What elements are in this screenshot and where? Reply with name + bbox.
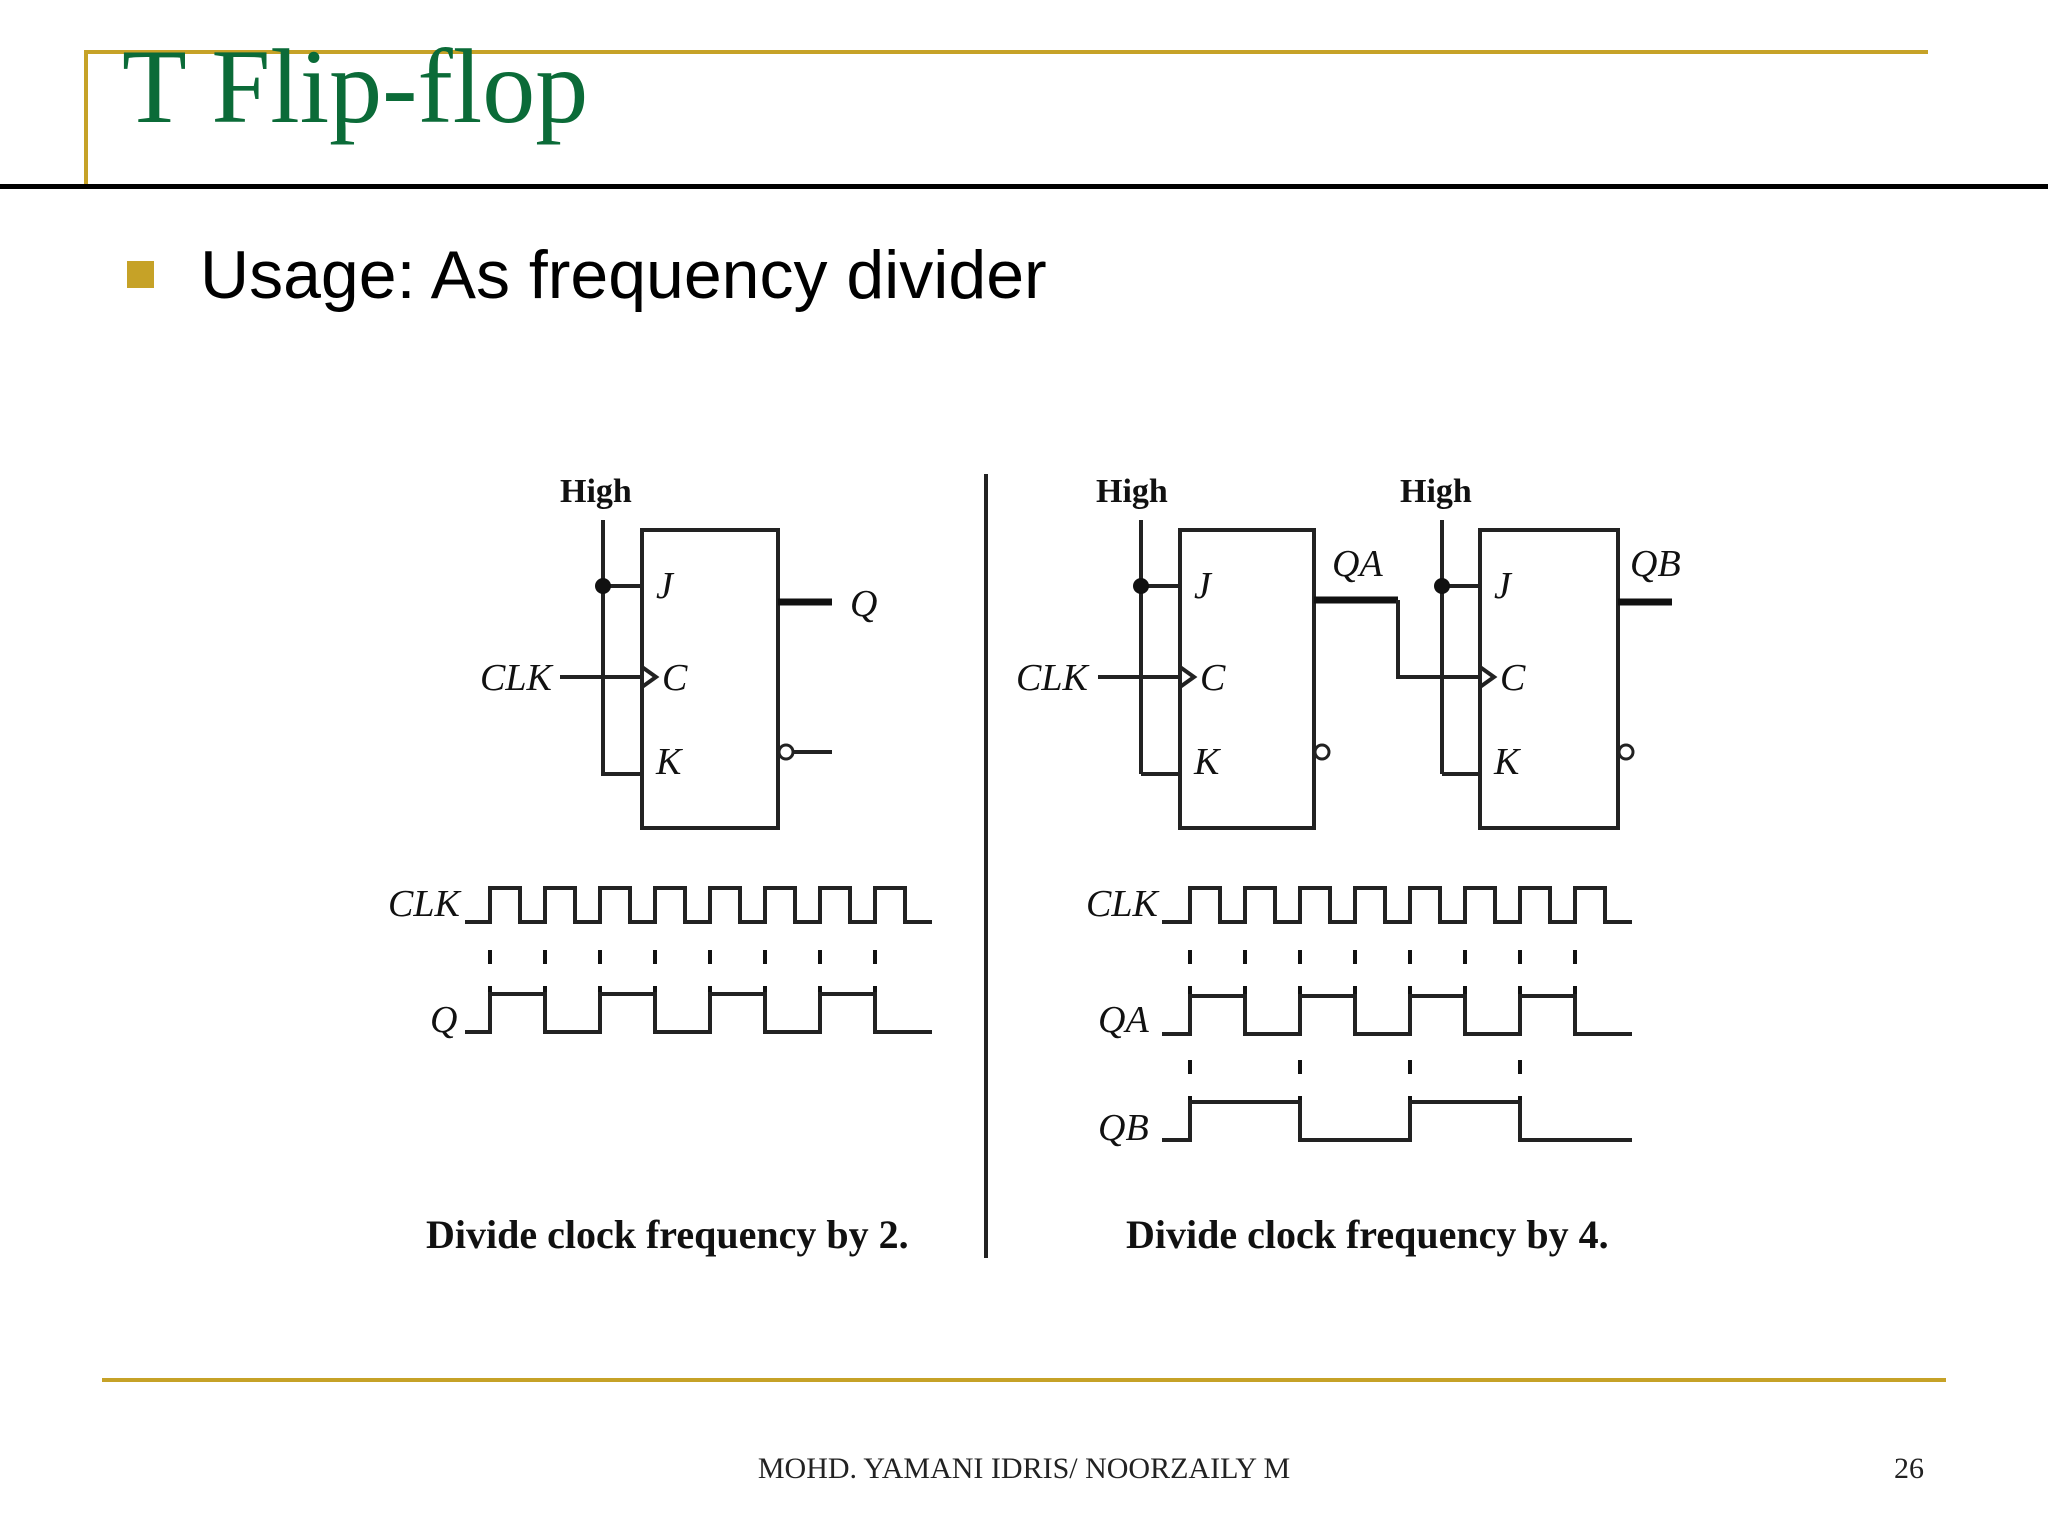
right-caption: Divide clock frequency by 4. bbox=[1126, 1212, 1609, 1257]
pin-j-a: J bbox=[1194, 565, 1213, 607]
qa-waveform bbox=[1162, 994, 1632, 1036]
junction-dot-b bbox=[1434, 578, 1450, 594]
clock-triangle-icon bbox=[1478, 665, 1498, 689]
footer-divider bbox=[102, 1378, 1946, 1382]
clock-triangle-icon bbox=[640, 665, 660, 689]
pin-k-b: K bbox=[1493, 741, 1521, 783]
pin-j-b: J bbox=[1494, 565, 1513, 607]
q-waveform bbox=[465, 992, 932, 1034]
page-number: 26 bbox=[1894, 1452, 1924, 1485]
inverted-output-bubble-a bbox=[1313, 743, 1331, 761]
clk-label: CLK bbox=[480, 657, 553, 699]
slide-title: T Flip-flop bbox=[122, 28, 589, 145]
clk-waveform bbox=[465, 886, 932, 924]
inverted-output-bubble bbox=[777, 743, 795, 761]
left-caption: Divide clock frequency by 2. bbox=[426, 1212, 909, 1257]
high-label: High bbox=[560, 473, 632, 510]
bullet-square-icon bbox=[127, 261, 154, 288]
right-circuit: High High CLK J C K J C K QA QB CLK QA Q… bbox=[1016, 473, 1681, 1257]
clock-triangle-icon bbox=[1178, 665, 1198, 689]
pin-c: C bbox=[662, 657, 688, 699]
clk-label: CLK bbox=[1016, 657, 1089, 699]
wave-clk-label: CLK bbox=[388, 883, 461, 925]
pin-c-b: C bbox=[1500, 657, 1526, 699]
clk-waveform bbox=[1162, 886, 1632, 924]
title-frame bbox=[84, 50, 1928, 186]
pin-k: K bbox=[655, 741, 683, 783]
junction-dot bbox=[595, 578, 611, 594]
qb-waveform bbox=[1162, 1100, 1632, 1142]
wave-q-label: Q bbox=[430, 999, 457, 1041]
left-circuit: High CLK J C K Q CLK Q Divide clock freq… bbox=[388, 473, 932, 1257]
high-label-a: High bbox=[1096, 473, 1168, 510]
pin-c-a: C bbox=[1200, 657, 1226, 699]
frequency-divider-diagram: High CLK J C K Q CLK Q Divide clock freq… bbox=[388, 473, 1681, 1258]
wave-qa-label: QA bbox=[1098, 999, 1149, 1041]
q-label: Q bbox=[850, 583, 877, 625]
flipflop-b-box bbox=[1478, 528, 1620, 830]
qa-label: QA bbox=[1332, 543, 1383, 585]
junction-dot-a bbox=[1133, 578, 1149, 594]
qa-to-clkb-wire bbox=[1396, 600, 1480, 679]
inverted-output-bubble-b bbox=[1617, 743, 1635, 761]
title-divider bbox=[0, 184, 2048, 189]
bullet-text: Usage: As frequency divider bbox=[200, 237, 1047, 313]
pin-j: J bbox=[656, 565, 675, 607]
footer-author: MOHD. YAMANI IDRIS/ NOORZAILY M bbox=[757, 1452, 1291, 1485]
pin-k-a: K bbox=[1193, 741, 1221, 783]
wave-qb-label: QB bbox=[1098, 1107, 1149, 1149]
wave-clk-label: CLK bbox=[1086, 883, 1159, 925]
qb-label: QB bbox=[1630, 543, 1681, 585]
high-label-b: High bbox=[1400, 473, 1472, 510]
